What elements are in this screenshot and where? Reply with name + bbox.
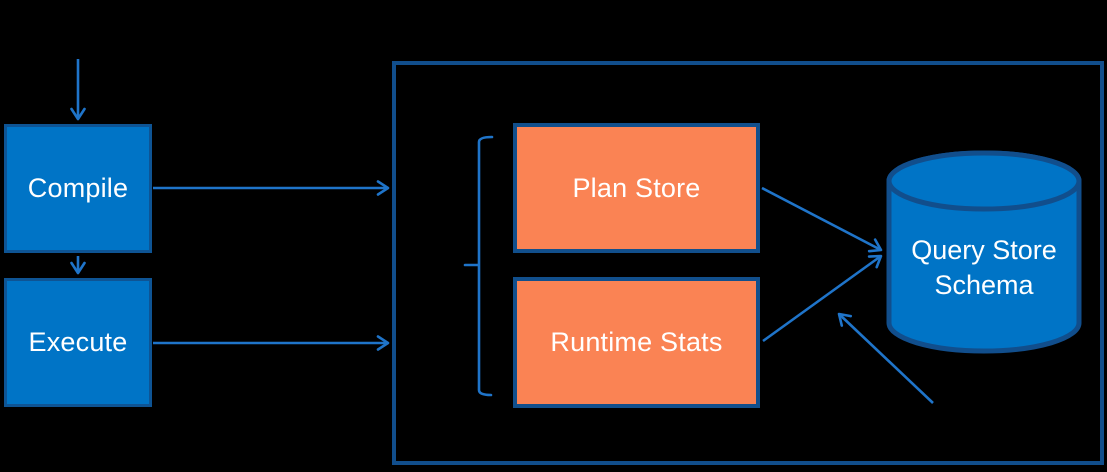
compile-label: Compile [27, 173, 129, 203]
query-store-outer-box [392, 61, 1104, 465]
execute-node: Execute [4, 278, 152, 407]
execute-label: Execute [28, 327, 128, 357]
runtime-stats-node: Runtime Stats [513, 277, 760, 408]
runtime-stats-label: Runtime Stats [550, 327, 723, 357]
plan-store-label: Plan Store [572, 172, 701, 203]
compile-node: Compile [4, 124, 152, 253]
plan-store-node: Plan Store [513, 123, 760, 253]
